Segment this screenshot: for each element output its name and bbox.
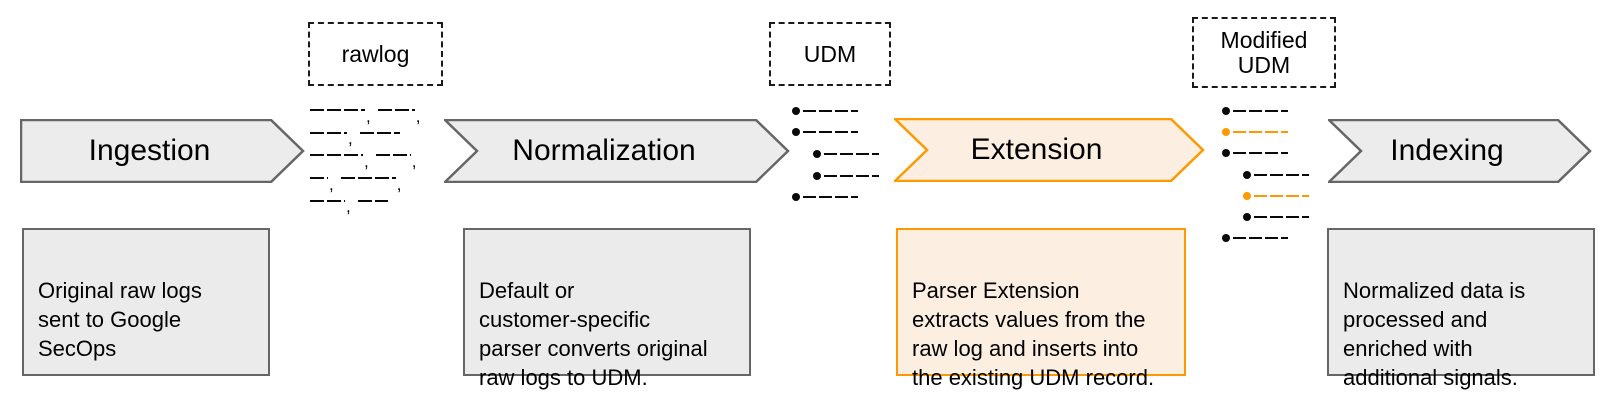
udm-field (1222, 206, 1309, 227)
bullet-dot-icon (1243, 191, 1251, 200)
chevron-shape (444, 119, 790, 183)
bullet-dot-icon (1222, 234, 1230, 243)
bullet-dot-icon (1222, 106, 1230, 115)
redacted-text-segment (310, 154, 363, 157)
stage-arrow-normalization: Normalization (444, 119, 790, 183)
bullet-dot-icon (792, 128, 800, 137)
bullet-dot-icon (1222, 149, 1230, 158)
redacted-field-line (824, 174, 879, 177)
redacted-field-line (803, 131, 858, 134)
redacted-field-line (1233, 237, 1288, 240)
description-text-extension: Parser Extension extracts values from th… (912, 278, 1155, 390)
chevron-shape (894, 118, 1205, 182)
redacted-text-segment (375, 154, 411, 157)
rawlog-line: , (310, 122, 450, 149)
udm-field-highlighted (1222, 121, 1309, 142)
rawlog-label-box: rawlog (308, 22, 443, 86)
redacted-text-segment (310, 177, 328, 180)
udm-field (1222, 143, 1309, 164)
stage-label-normalization: Normalization (512, 134, 696, 167)
redacted-field-line (803, 109, 858, 112)
description-box-normalization: Default or customer-specific parser conv… (463, 228, 751, 390)
redacted-field-line (1233, 152, 1288, 155)
udm-field (792, 122, 879, 144)
udm-field (1222, 100, 1309, 121)
redacted-text-segment (357, 199, 388, 202)
rawlog-line: ,, (310, 99, 450, 126)
udm-field (792, 143, 879, 165)
stage-label-indexing: Indexing (1390, 134, 1504, 167)
rawlog-placeholder: ,,,,,,,, (310, 99, 450, 217)
rawlog-line: , (310, 189, 450, 217)
stage-label-ingestion: Ingestion (88, 134, 211, 167)
stage-arrow-extension: Extension (894, 118, 1205, 182)
stage-arrow-ingestion: Ingestion (20, 119, 305, 183)
comma-glyph: , (364, 151, 369, 171)
rawlog-label: rawlog (341, 40, 410, 67)
udm-label: UDM (803, 40, 857, 67)
stage-label-extension: Extension (970, 133, 1103, 166)
udm-field (792, 186, 879, 208)
comma-glyph: , (415, 106, 421, 126)
redacted-field-line (1254, 173, 1309, 176)
comma-glyph: , (396, 174, 402, 194)
chevron-shape (20, 119, 305, 183)
rawlog-line: ,, (310, 144, 450, 171)
modified-udm-label-box: Modified UDM (1192, 17, 1336, 88)
bullet-dot-icon (1243, 213, 1251, 222)
bullet-dot-icon (813, 171, 821, 180)
modified-udm-placeholder (1222, 100, 1309, 249)
comma-glyph: , (346, 197, 351, 217)
udm-field-highlighted (1222, 185, 1309, 206)
description-text-ingestion: Original raw logs sent to Google SecOps (38, 278, 202, 361)
bullet-dot-icon (792, 106, 800, 115)
udm-label-box: UDM (769, 22, 891, 86)
comma-glyph: , (366, 106, 371, 126)
modified-udm-label: Modified UDM (1220, 26, 1308, 78)
udm-field (1222, 228, 1309, 249)
udm-field (792, 165, 879, 187)
redacted-field-line (824, 152, 879, 155)
redacted-text-segment (377, 109, 415, 112)
rawlog-line: ,, (310, 167, 450, 194)
redacted-field-line (1254, 216, 1309, 219)
description-box-ingestion: Original raw logs sent to Google SecOps (22, 228, 270, 376)
bullet-dot-icon (792, 193, 800, 202)
udm-field (1222, 164, 1309, 185)
bullet-dot-icon (1243, 170, 1251, 179)
description-text-normalization: Default or customer-specific parser conv… (479, 278, 708, 390)
redacted-field-line (1233, 109, 1288, 112)
comma-glyph: , (411, 151, 417, 171)
redacted-field-line (1233, 130, 1288, 133)
bullet-dot-icon (1222, 127, 1230, 136)
description-text-indexing: Normalized data is processed and enriche… (1343, 278, 1526, 390)
udm-placeholder (792, 100, 879, 208)
comma-glyph: , (329, 174, 334, 194)
redacted-text-segment (310, 199, 345, 202)
bullet-dot-icon (813, 149, 821, 158)
redacted-field-line (803, 196, 858, 199)
redacted-text-segment (310, 131, 347, 134)
udm-field (792, 100, 879, 122)
description-box-indexing: Normalized data is processed and enriche… (1327, 228, 1595, 390)
redacted-field-line (1254, 194, 1309, 197)
comma-glyph: , (348, 129, 353, 149)
redacted-text-segment (359, 131, 400, 134)
description-box-extension: Parser Extension extracts values from th… (896, 228, 1186, 390)
redacted-text-segment (310, 109, 365, 112)
stage-arrow-indexing: Indexing (1328, 119, 1592, 183)
redacted-text-segment (340, 177, 396, 180)
chevron-shape (1328, 119, 1592, 183)
